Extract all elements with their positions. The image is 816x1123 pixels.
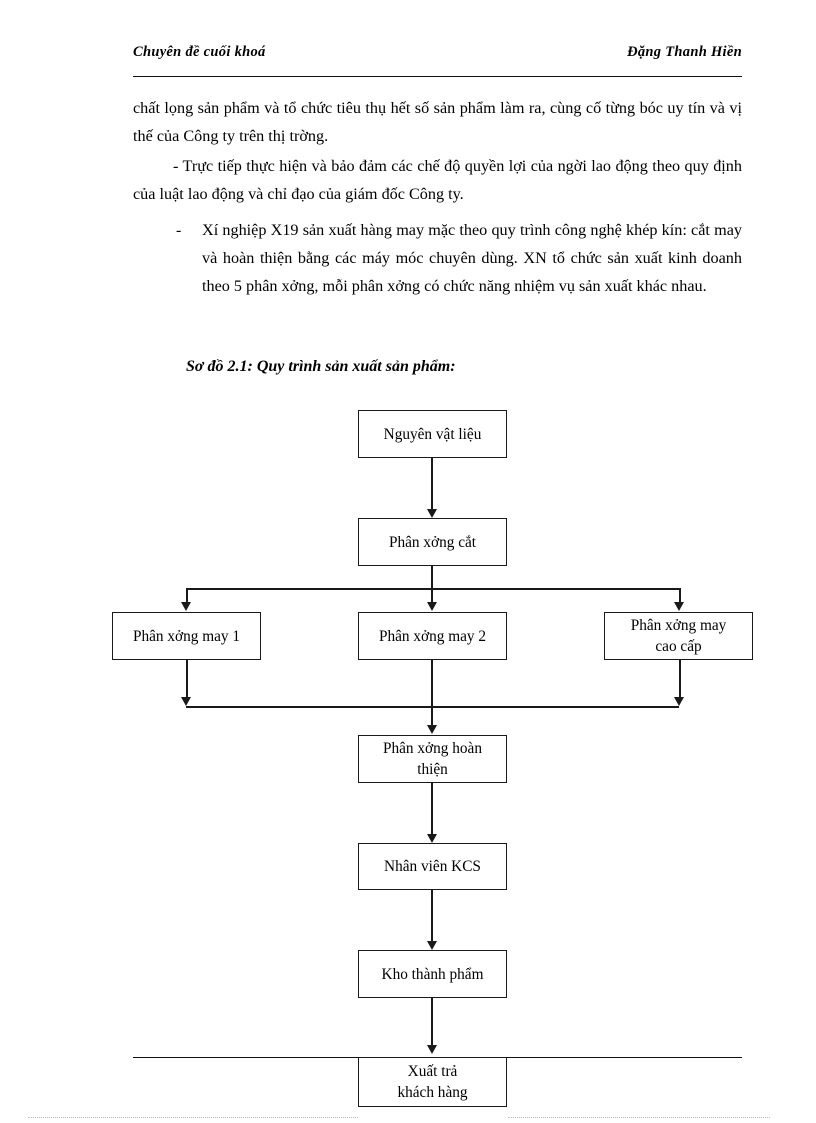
arrowhead-to-sewing1 xyxy=(181,602,191,611)
flow-node-raw-material: Nguyên vật liệu xyxy=(358,410,507,458)
arrowhead-raw-to-cutting xyxy=(426,509,437,518)
edge-raw-to-cutting xyxy=(431,458,433,510)
bullet-marker: - xyxy=(176,222,182,239)
edge-finishing-to-kcs xyxy=(431,783,433,835)
flow-node-kcs-staff: Nhân viên KCS xyxy=(358,843,507,890)
edge-warehouse-to-delivery xyxy=(431,998,433,1046)
flow-node-label-line-2: khách hàng xyxy=(397,1084,468,1101)
arrowhead-to-warehouse xyxy=(426,941,437,950)
edge-sewing2-to-finishing xyxy=(431,660,433,726)
paragraph-block-1: chất lọng sản phẩm và tổ chức tiêu thụ h… xyxy=(133,94,742,150)
edge-sewing1-down xyxy=(186,660,188,698)
edge-premium-down xyxy=(679,660,681,698)
flow-node-delivery-to-customer: Xuất trả khách hàng xyxy=(358,1057,507,1107)
arrowhead-to-delivery xyxy=(426,1045,437,1054)
flow-node-label: Phân xởng may 1 xyxy=(132,627,241,645)
scan-artifact-right xyxy=(508,1117,770,1118)
arrowhead-to-kcs xyxy=(426,834,437,843)
arrowhead-to-sewing2 xyxy=(426,602,437,611)
flow-node-label-line-1: Phân xởng may xyxy=(630,617,727,634)
edge-kcs-to-warehouse xyxy=(431,890,433,942)
flow-node-finishing-workshop: Phân xởng hoàn thiện xyxy=(358,735,507,783)
paragraph-block-2: - Trực tiếp thực hiện và bảo đảm các chế… xyxy=(133,152,742,208)
edge-bus-to-premium xyxy=(679,588,681,604)
flow-node-label: Phân xởng cắt xyxy=(388,533,477,551)
header-author-right: Đặng Thanh Hiền xyxy=(627,44,742,60)
arrowhead-sewing1-merge xyxy=(181,697,191,706)
arrowhead-to-premium xyxy=(674,602,684,611)
paragraph-1: chất lọng sản phẩm và tổ chức tiêu thụ h… xyxy=(133,99,742,145)
flow-node-label: Kho thành phẩm xyxy=(381,965,484,983)
scan-artifact-left xyxy=(28,1117,358,1118)
flow-node-label-line-2: cao cấp xyxy=(655,638,702,655)
arrowhead-to-finishing xyxy=(426,725,437,734)
arrowhead-premium-merge xyxy=(674,697,684,706)
header-title-left: Chuyên đề cuối khoá xyxy=(133,44,266,60)
flow-node-label: Nguyên vật liệu xyxy=(383,425,482,443)
flow-node-label-line-1: Xuất trả xyxy=(407,1063,458,1080)
edge-bus-to-sewing1 xyxy=(186,588,188,604)
flow-node-sewing-workshop-1: Phân xởng may 1 xyxy=(112,612,261,660)
flow-node-label-line-2: thiện xyxy=(417,761,448,778)
flow-node-cutting-workshop: Phân xởng cắt xyxy=(358,518,507,566)
figure-caption: Sơ đồ 2.1: Quy trình sản xuất sản phẩm: xyxy=(186,358,456,375)
flow-node-finished-goods-warehouse: Kho thành phẩm xyxy=(358,950,507,998)
edge-bus-to-sewing2 xyxy=(431,588,433,604)
edge-cutting-stem xyxy=(431,566,433,588)
bullet-item: - Xí nghiệp X19 sản xuất hàng may mặc th… xyxy=(176,216,742,300)
flow-node-label: Phân xởng may 2 xyxy=(378,627,487,645)
flow-node-label-line-1: Phân xởng hoàn xyxy=(382,740,482,757)
header-rule xyxy=(133,76,742,77)
flow-node-label: Nhân viên KCS xyxy=(384,858,481,875)
paragraph-2: - Trực tiếp thực hiện và bảo đảm các chế… xyxy=(133,157,742,203)
flow-node-premium-sewing-workshop: Phân xởng may cao cấp xyxy=(604,612,753,660)
flow-node-sewing-workshop-2: Phân xởng may 2 xyxy=(358,612,507,660)
running-header: Chuyên đề cuối khoá Đặng Thanh Hiền xyxy=(133,44,742,70)
bullet-text: Xí nghiệp X19 sản xuất hàng may mặc theo… xyxy=(202,221,742,295)
